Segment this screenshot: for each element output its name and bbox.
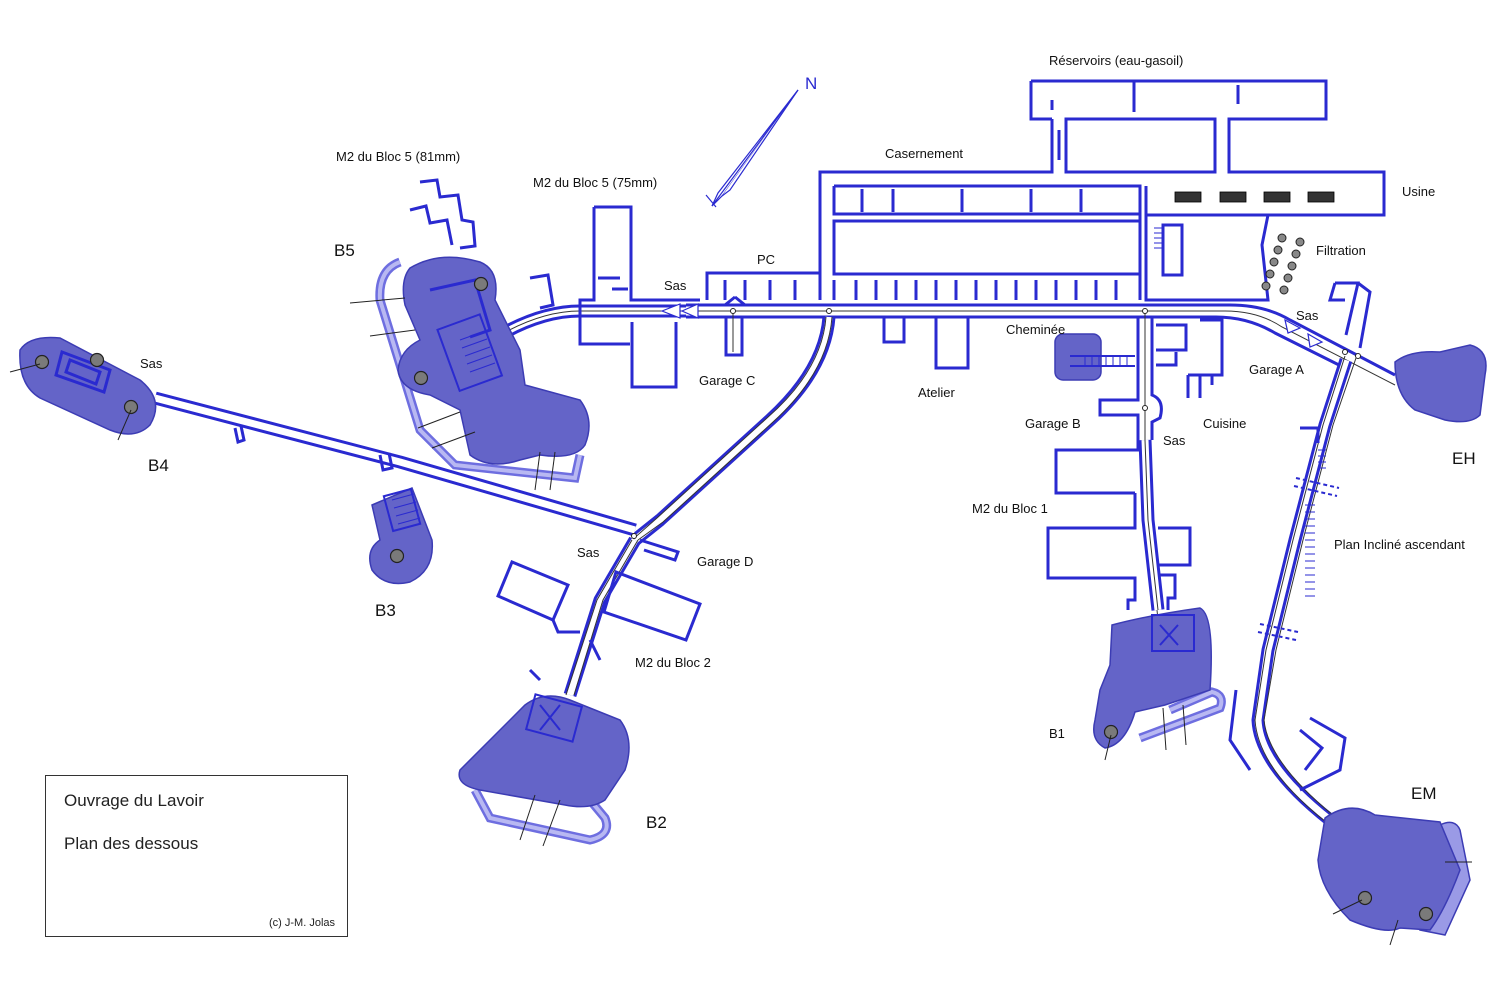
label-sas-d: Sas bbox=[577, 545, 600, 560]
label-eh: EH bbox=[1452, 449, 1476, 468]
label-m2-bloc5-81: M2 du Bloc 5 (81mm) bbox=[336, 149, 460, 164]
legend-box: Ouvrage du Lavoir Plan des dessous (c) J… bbox=[45, 775, 348, 937]
label-em: EM bbox=[1411, 784, 1437, 803]
label-casernement: Casernement bbox=[885, 146, 963, 161]
bloc-b5 bbox=[349, 256, 590, 491]
engine-icon bbox=[1219, 191, 1247, 203]
bloc-eh bbox=[1394, 344, 1487, 423]
reservoirs-block bbox=[818, 79, 1386, 300]
pc-block bbox=[705, 271, 820, 307]
legend-subtitle: Plan des dessous bbox=[64, 834, 199, 853]
legend-title: Ouvrage du Lavoir bbox=[64, 791, 204, 810]
label-b4: B4 bbox=[148, 456, 169, 475]
bloc-b2 bbox=[458, 693, 630, 847]
label-b3: B3 bbox=[375, 601, 396, 620]
engine-icon bbox=[1174, 191, 1202, 203]
m2-bloc5-75-block bbox=[578, 205, 700, 389]
garage-a-eh bbox=[1284, 281, 1372, 359]
label-b2: B2 bbox=[646, 813, 667, 832]
m2-bloc5-81-block bbox=[409, 178, 555, 310]
bloc-b4 bbox=[9, 336, 157, 441]
label-sas-a: Sas bbox=[1296, 308, 1319, 323]
filter-icon bbox=[1261, 233, 1305, 295]
plan-incline-gallery bbox=[1228, 355, 1357, 826]
cheminee bbox=[1054, 333, 1135, 381]
label-garage-d: Garage D bbox=[697, 554, 753, 569]
label-usine: Usine bbox=[1402, 184, 1435, 199]
label-m2-bloc1: M2 du Bloc 1 bbox=[972, 501, 1048, 516]
engine-icon bbox=[1263, 191, 1291, 203]
north-label: N bbox=[805, 74, 817, 93]
label-reservoirs: Réservoirs (eau-gasoil) bbox=[1049, 53, 1183, 68]
label-b1: B1 bbox=[1049, 726, 1065, 741]
label-garage-b: Garage B bbox=[1025, 416, 1081, 431]
label-filtration: Filtration bbox=[1316, 243, 1366, 258]
label-atelier: Atelier bbox=[918, 385, 956, 400]
bloc-b1 bbox=[1093, 607, 1226, 761]
bloc-em bbox=[1317, 807, 1472, 946]
label-sas-pc: Sas bbox=[664, 278, 687, 293]
atelier bbox=[882, 317, 970, 370]
casernement-block bbox=[832, 184, 1142, 300]
label-cheminee: Cheminée bbox=[1006, 322, 1065, 337]
label-garage-c: Garage C bbox=[699, 373, 755, 388]
label-garage-a: Garage A bbox=[1249, 362, 1304, 377]
m2-bloc2-block bbox=[496, 560, 702, 682]
label-sas-b4: Sas bbox=[140, 356, 163, 371]
bloc-b3 bbox=[369, 487, 434, 585]
label-cuisine: Cuisine bbox=[1203, 416, 1246, 431]
garage-c bbox=[724, 308, 744, 357]
label-pc: PC bbox=[757, 252, 775, 267]
legend-credit: (c) J-M. Jolas bbox=[269, 917, 335, 929]
north-arrow-icon bbox=[705, 89, 799, 208]
label-plan-incline: Plan Incliné ascendant bbox=[1334, 537, 1465, 552]
label-m2-bloc2: M2 du Bloc 2 bbox=[635, 655, 711, 670]
label-sas-b: Sas bbox=[1163, 433, 1186, 448]
label-b5: B5 bbox=[334, 241, 355, 260]
gallery-b4-b2 bbox=[153, 308, 836, 697]
m2-bloc1-block bbox=[1046, 439, 1192, 611]
usine-block bbox=[1144, 186, 1335, 302]
engine-icon bbox=[1307, 191, 1335, 203]
label-m2-bloc5-75: M2 du Bloc 5 (75mm) bbox=[533, 175, 657, 190]
